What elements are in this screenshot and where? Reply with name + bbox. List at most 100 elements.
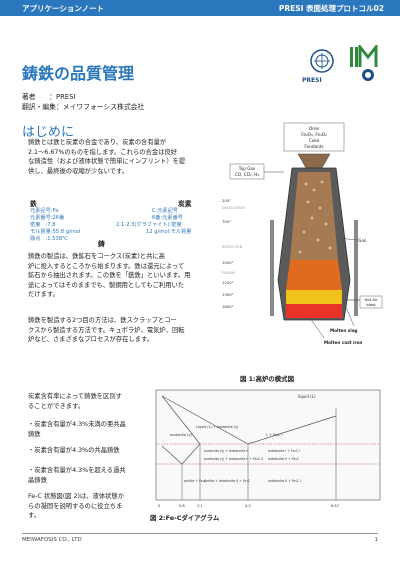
second-method-line: 炉など、さまざまなプロセスが存在します。 <box>28 336 153 344</box>
region-label: perlite + Fe₃C <box>184 479 207 483</box>
author-line: 著者 ：PRESI <box>22 93 76 101</box>
zone-label: FUSION <box>222 271 235 275</box>
production-line: だけます。 <box>28 291 59 299</box>
header-bar: アプリケーションノート PRESI 表面処理プロトコル02 <box>0 0 400 16</box>
production-line: 炉に投入するところから始まります。鉄は還元によって <box>28 262 185 270</box>
carbon-prop: C:元素記号 <box>152 208 179 214</box>
solidus-curve <box>161 395 201 445</box>
figure-2-caption: 図 2:Fe-Cダイアグラム <box>150 514 220 522</box>
header-protocol: PRESI 表面処理プロトコル02 <box>278 4 384 13</box>
x-tick: 4.3 <box>245 504 251 508</box>
carbon-content-paragraph: 炭素含有率によって鋳鉄を区別す ることができます。 <box>28 392 122 411</box>
carbon-label: 炭素 <box>178 200 192 208</box>
phase-diagram-line: す。 <box>28 512 40 520</box>
bullet-line: ・炭素含有量が4.3%を超える過共 <box>28 467 126 474</box>
blast-furnace-figure: Ores Fe₂O₃, Fe₃O₄ Coke Fondants Top Gas … <box>222 122 383 345</box>
footer-divider <box>22 533 378 534</box>
zone-label: 1000° <box>222 260 234 265</box>
region-label: ledeburite II + Fe₃C <box>268 457 300 461</box>
production-line: 途によってはそのままでも、製鋼用としてもご利用いた <box>28 281 185 289</box>
bullet-eutectic: ・炭素含有量が4.3%の共晶鋳鉄 <box>28 446 120 456</box>
production-paragraph: 鋳鉄の製造は、鉄鉱石をコークス(炭素)と共に高 炉に投入するところから始まります… <box>28 252 190 300</box>
intro-line: 鋳鉄とは鉄と炭素の合金であり、炭素の含有量が <box>28 139 167 146</box>
iron-prop: モル質量:55.8 g/mol <box>30 229 81 235</box>
production-line: 鉱石から抽出されます。この鉄を「銑鉄」といいます。用 <box>28 272 191 280</box>
carbon-prop: 6番:元素番号 <box>152 215 183 221</box>
ore-label: Fondants <box>304 144 323 149</box>
hot-air-label: blast <box>366 302 376 307</box>
bullet-hypereutectic: ・炭素含有量が4.3%を超える過共 晶鋳鉄 <box>28 466 126 485</box>
slag-zone <box>286 290 342 304</box>
gas-arrow <box>339 237 357 241</box>
iron-prop: 元素記号:Fe <box>30 208 59 214</box>
x-tick: 6.67 <box>331 504 339 508</box>
iron-prop: 元素番号:26番 <box>30 215 65 221</box>
region-label: L + Fe₃C I <box>266 433 283 437</box>
iron-label: Molten cast iron <box>324 340 362 345</box>
diagram-frame <box>155 389 381 501</box>
bullet-line: 鋳鉄 <box>28 430 41 438</box>
second-method-paragraph: 鋳鉄を製造する2つ目の方法は、鉄スクラップとコー クスから製造する方法です。キュ… <box>28 316 185 345</box>
zone-label: 1200° <box>222 280 234 285</box>
zone-label: 700° <box>222 219 231 224</box>
phase-diagram-paragraph: Fe-C 状態図(図 2)は、液体状態か らの凝固を説明するのに役立ちま す。 <box>28 492 124 521</box>
ore-label: Fe₂O₃, Fe₃O₄ <box>301 132 327 137</box>
carbon-prop: 2.1-2.3(グラファイト):密度 <box>116 222 182 228</box>
phase-diagram-line: らの凝固を説明するのに役立ちま <box>28 502 123 510</box>
intro-paragraph: 鋳鉄とは鉄と炭素の合金であり、炭素の含有量が 2.1〜6.67%のものを指します… <box>28 138 185 176</box>
presi-logo-text: PRESI <box>302 77 322 84</box>
intro-line: な鋳造性（および液体状態で簡単にインプリント）を提 <box>28 158 186 166</box>
region-label: austenite (γ) + ledeburite II + Fe₃C II <box>204 457 263 461</box>
top-gas-label: Top Gas <box>238 166 255 171</box>
x-tick: 0.8 <box>179 504 185 508</box>
gas-label: Gas <box>358 238 367 244</box>
second-method-line: 鋳鉄を製造する2つ目の方法は、鉄スクラップとコー <box>28 317 177 324</box>
ore-label: Coke <box>309 138 320 143</box>
bullet-line: ・炭素含有量が4.3%未満の亜共晶 <box>28 421 126 428</box>
bullet-line: 晶鋳鉄 <box>28 476 47 484</box>
fusion-zone <box>286 260 342 290</box>
intro-line: 2.1〜6.67%のものを指します。これらの合金は良好 <box>28 148 178 156</box>
support-column <box>354 220 358 316</box>
hopper-shape <box>297 153 331 169</box>
second-method-line: クスから製造する方法です。キュポラ炉、電気炉、回転 <box>28 326 185 334</box>
region-label: ledeburite I + Fe₃C I <box>268 449 300 453</box>
phase-diagram-line: Fe-C 状態図(図 2)は、液体状態か <box>28 493 125 500</box>
figure-1-caption: 図 1:高炉の模式図 <box>240 375 294 383</box>
meiwafosis-logo-icon <box>350 45 378 81</box>
translator-line: 翻訳・編集：メイワフォーシス株式会社 <box>22 103 145 111</box>
slag-label: Molten slag <box>330 328 358 333</box>
zone-label: 1800° <box>222 304 234 309</box>
region-label: austenite (γ) <box>170 433 192 437</box>
support-column <box>270 220 274 316</box>
ore-label: Ores <box>309 126 320 132</box>
charge-granules <box>298 180 332 254</box>
iron-tap <box>309 317 325 339</box>
zone-label: DESSICATION <box>222 206 245 210</box>
presi-logo-icon <box>310 49 334 73</box>
intro-heading: はじめに <box>22 125 75 140</box>
region-label: austenite (γ) + ledeburite II <box>204 449 248 453</box>
carbon-content-line: 炭素含有率によって鋳鉄を区別す <box>28 393 122 400</box>
slag-tap <box>341 297 355 327</box>
page-title: 鋳鉄の品質管理 <box>22 64 135 83</box>
production-line: 鋳鉄の製造は、鉄鉱石をコークス(炭素)と共に高 <box>28 253 165 260</box>
charge-zone <box>290 172 338 260</box>
iron-prop: 密度 :7.8 <box>30 222 56 228</box>
region-label: perlite + ledeburite II + Fe₃C <box>204 479 251 483</box>
bullet-hypoeutectic: ・炭素含有量が4.3%未満の亜共晶 鋳鉄 <box>28 420 126 439</box>
zone-label: 1300° <box>222 292 234 297</box>
intro-line: 供し、最終後の収縮が少ないです。 <box>28 167 128 175</box>
region-label: Liquid (L) + austenite (γ) <box>196 425 239 429</box>
footer-company: MEIWAFOSIS CO., LTD <box>22 537 82 543</box>
iron-zone <box>286 304 342 318</box>
carbon-prop: 12 g/mol:モル質量 <box>146 229 192 235</box>
x-tick: 0 <box>158 504 161 508</box>
iron-prop: 融点 :1,538℃ <box>30 236 68 242</box>
top-gas-label: CO, CO₂, H₂ <box>235 172 260 177</box>
zone-label: REDUCTION <box>222 245 243 249</box>
fe-c-phase-diagram: liquid (L) L + Fe₃C I Liquid (L) + auste… <box>155 389 381 508</box>
carbon-content-line: ることができます。 <box>28 402 85 410</box>
page-number: 1 <box>374 537 379 543</box>
bullet-line: ・炭素含有量が4.3%の共晶鋳鉄 <box>28 447 120 454</box>
